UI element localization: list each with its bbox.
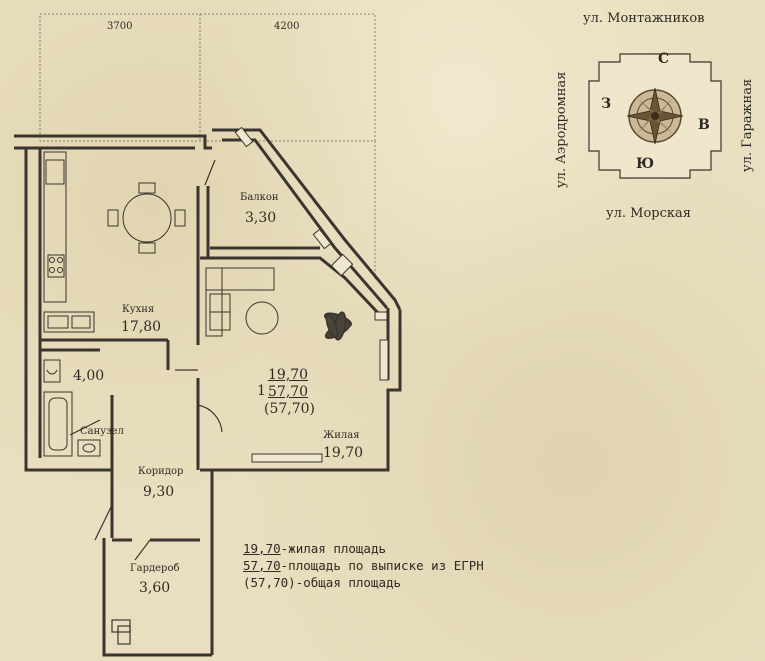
room-count: 1 bbox=[257, 383, 266, 399]
wc-area: 4,00 bbox=[73, 368, 105, 384]
street-bottom: ул. Морская bbox=[606, 206, 691, 221]
kitchen-area: 17,80 bbox=[121, 319, 162, 335]
compass-north: С bbox=[658, 51, 670, 67]
wardrobe-name: Гардероб bbox=[130, 563, 180, 574]
summary-egrn-area: 57,70 bbox=[268, 384, 309, 400]
balcony-name: Балкон bbox=[240, 192, 279, 203]
compass-south: Ю bbox=[636, 156, 655, 172]
living-area: 19,70 bbox=[323, 445, 364, 461]
dimension-right-label: 4200 bbox=[274, 21, 300, 32]
kitchen-name: Кухня bbox=[122, 304, 155, 315]
street-left: ул. Аэродромная bbox=[554, 71, 569, 188]
living-name: Жилая bbox=[323, 430, 360, 441]
compass-rose bbox=[588, 53, 722, 179]
street-right: ул. Гаражная bbox=[740, 78, 755, 172]
area-legend: 19,70-жилая площадь 57,70-площадь по вып… bbox=[243, 540, 484, 591]
plant-decor bbox=[323, 311, 353, 341]
legend-line-living: 19,70-жилая площадь bbox=[243, 541, 386, 556]
kitchen-furniture bbox=[43, 151, 279, 457]
legend-line-total: (57,70)-общая площадь bbox=[243, 575, 402, 590]
corridor-area: 9,30 bbox=[143, 484, 175, 500]
summary-living-area: 19,70 bbox=[268, 367, 309, 383]
wardrobe-area: 3,60 bbox=[139, 580, 171, 596]
dimension-frame bbox=[39, 13, 376, 280]
compass-east: В bbox=[698, 117, 710, 133]
legend-line-egrn: 57,70-площадь по выписке из ЕГРН bbox=[243, 558, 484, 573]
bathroom-name: Санузел bbox=[80, 426, 124, 437]
corridor-name: Коридор bbox=[138, 466, 184, 477]
compass-west: З bbox=[601, 96, 612, 112]
dimension-left-label: 3700 bbox=[107, 21, 133, 32]
street-top: ул. Монтажников bbox=[583, 11, 705, 26]
balcony-area: 3,30 bbox=[245, 210, 277, 226]
summary-total-area: (57,70) bbox=[264, 401, 316, 417]
